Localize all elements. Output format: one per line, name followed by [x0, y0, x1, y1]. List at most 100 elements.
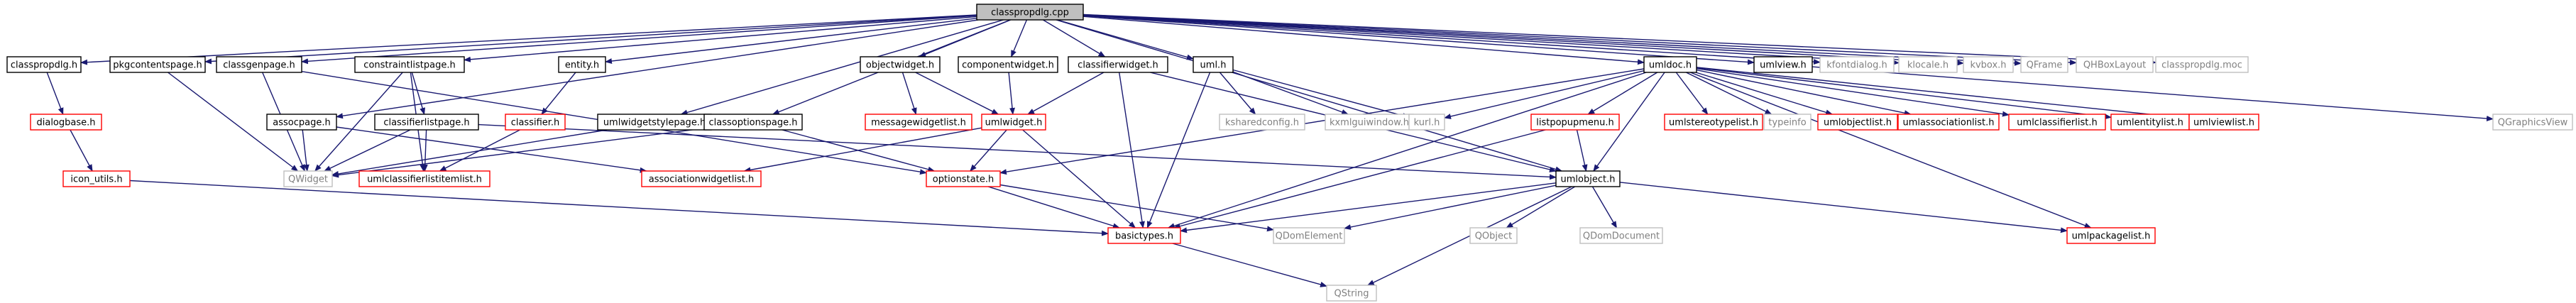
edge-umldoc_h-to-basictypes_h: [1167, 72, 1647, 229]
edge-root-to-umlobject_h: [1056, 19, 1563, 172]
node-label: constraintlistpage.h: [363, 60, 455, 71]
edge-root-to-kvbox_h: [1083, 14, 1964, 66]
node-label: listpopupmenu.h: [1536, 118, 1614, 128]
node-icon-utils-h[interactable]: icon_utils.h: [62, 170, 131, 187]
edge-layer: [46, 13, 2494, 287]
node-listpopupmenu-h[interactable]: listpopupmenu.h: [1530, 114, 1620, 131]
node-label: assocpage.h: [273, 118, 330, 128]
node-label: basictypes.h: [1115, 231, 1173, 242]
node-entity-h[interactable]: entity.h: [558, 56, 606, 73]
edge-umlwidget_h-to-optionstate_h: [970, 129, 1007, 172]
edge-classifierlistpage_h-to-QWidget: [324, 129, 411, 172]
node-label: classifierwidget.h: [1078, 60, 1158, 71]
edge-root-to-classifierwidget_h: [1043, 19, 1106, 57]
edge-root-to-QHBoxLayout: [1083, 13, 2077, 65]
node-label: classpropdlg.h: [11, 60, 77, 71]
node-label: QDomDocument: [1583, 231, 1660, 242]
node-classifierlistpage-h[interactable]: classifierlistpage.h: [374, 114, 479, 131]
node-classifierwidget-h[interactable]: classifierwidget.h: [1068, 56, 1168, 73]
node-messagewidgetlist-h[interactable]: messagewidgetlist.h: [865, 114, 972, 131]
node-label: QWidget: [288, 175, 328, 185]
node-label: QGraphicsView: [2498, 118, 2568, 128]
node-label: umlentitylist.h: [2117, 118, 2183, 128]
node-kxmlguiwindow-h: kxmlguiwindow.h: [1325, 114, 1414, 131]
node-umlobject-h[interactable]: umlobject.h: [1555, 170, 1621, 187]
node-basictypes-h[interactable]: basictypes.h: [1107, 227, 1181, 244]
node-umlwidgetstylepage-h[interactable]: umlwidgetstylepage.h: [597, 114, 712, 131]
node-label: classoptionspage.h: [709, 118, 798, 128]
node-umlassociationlist-h[interactable]: umlassociationlist.h: [1897, 114, 2000, 131]
edge-umlwidget_h-to-associationwidgetlist_h: [743, 127, 982, 173]
edge-uml_h-to-ksharedconfig_h: [1219, 72, 1256, 115]
node-label: kfontdialog.h: [1826, 60, 1887, 71]
edge-umlobject_h-to-QDomElement: [1344, 184, 1557, 230]
edge-umlwidget_h-to-basictypes_h: [1022, 129, 1136, 228]
node-umlpackagelist-h[interactable]: umlpackagelist.h: [2066, 227, 2156, 244]
edge-assocpage_h-to-QWidget: [302, 129, 309, 172]
node-umlview-h[interactable]: umlview.h: [1753, 56, 1813, 73]
node-optionstate-h[interactable]: optionstate.h: [926, 170, 1001, 187]
node-label: umlview.h: [1760, 60, 1807, 71]
node-label: umlpackagelist.h: [2072, 231, 2151, 242]
edge-root-to-pkgcontentspage_h: [204, 14, 977, 65]
node-componentwidget-h[interactable]: componentwidget.h: [958, 56, 1058, 73]
node-label: typeinfo: [1768, 118, 1806, 128]
edge-root-to-kfontdialog_h: [1083, 15, 1821, 65]
node-uml-h[interactable]: uml.h: [1193, 56, 1234, 73]
node-umlstereotypelist-h[interactable]: umlstereotypelist.h: [1664, 114, 1763, 131]
edge-uml_h-to-kxmlguiwindow_h: [1232, 71, 1349, 115]
node-label: umlwidgetstylepage.h: [603, 118, 706, 128]
node-umlclassifierlistitemlist-h[interactable]: umlclassifierlistitemlist.h: [358, 170, 490, 187]
edge-uml_h-to-basictypes_h: [1146, 72, 1211, 228]
edge-umldoc_h-to-umlobjectlist_h: [1695, 72, 1834, 116]
node-associationwidgetlist-h[interactable]: associationwidgetlist.h: [641, 170, 762, 187]
node-classgenpage-h[interactable]: classgenpage.h: [216, 56, 302, 73]
edge-componentwidget_h-to-umlwidget_h: [1008, 72, 1016, 115]
node-classifier-h[interactable]: classifier.h: [505, 114, 566, 131]
node-pkgcontentspage-h[interactable]: pkgcontentspage.h: [109, 56, 206, 73]
edge-constraintlistpage_h-to-classifierlistpage_h: [411, 72, 425, 115]
node-label: kxmlguiwindow.h: [1330, 118, 1409, 128]
node-label: dialogbase.h: [36, 118, 95, 128]
edge-umlobject_h-to-QObject: [1506, 186, 1576, 228]
node-root[interactable]: classpropdlg.cpp: [976, 4, 1084, 21]
node-dialogbase-h[interactable]: dialogbase.h: [30, 114, 102, 131]
edge-classpropdlg_h-to-dialogbase_h: [46, 72, 64, 115]
edge-umlobject_h-to-umlpackagelist_h: [1619, 182, 2068, 233]
node-classpropdlg-h[interactable]: classpropdlg.h: [6, 56, 82, 73]
node-umlviewlist-h[interactable]: umlviewlist.h: [2188, 114, 2259, 131]
node-label: QString: [1334, 289, 1369, 299]
node-label: umlstereotypelist.h: [1669, 118, 1758, 128]
edge-root-to-classpropdlg_h: [80, 14, 977, 65]
node-constraintlistpage-h[interactable]: constraintlistpage.h: [354, 56, 465, 73]
node-label: QFrame: [2027, 60, 2063, 71]
edge-root-to-entity_h: [605, 18, 977, 65]
node-umlobjectlist-h[interactable]: umlobjectlist.h: [1817, 114, 1898, 131]
node-classoptionspage-h[interactable]: classoptionspage.h: [703, 114, 803, 131]
edge-root-to-classgenpage_h: [301, 15, 977, 65]
node-QFrame: QFrame: [2020, 56, 2068, 73]
node-label: classifier.h: [511, 118, 560, 128]
node-label: umldoc.h: [1649, 60, 1692, 71]
edge-optionstate_h-to-basictypes_h: [987, 186, 1120, 229]
edge-uml_h-to-kurl_h: [1232, 69, 1410, 119]
node-assocpage-h[interactable]: assocpage.h: [266, 114, 337, 131]
node-label: objectwidget.h: [866, 60, 934, 71]
edge-root-to-classpropdlg_moc: [1083, 13, 2156, 65]
node-kfontdialog-h: kfontdialog.h: [1819, 56, 1895, 73]
node-umlentitylist-h[interactable]: umlentitylist.h: [2110, 114, 2190, 131]
edge-umldoc_h-to-umlobject_h: [1593, 72, 1665, 172]
edge-root-to-umlview_h: [1083, 15, 1755, 65]
edge-listpopupmenu_h-to-basictypes_h: [1173, 129, 1546, 229]
node-umlclassifierlist-h[interactable]: umlclassifierlist.h: [2008, 114, 2106, 131]
node-QDomElement: QDomElement: [1273, 227, 1345, 244]
node-objectwidget-h[interactable]: objectwidget.h: [860, 56, 941, 73]
node-QString: QString: [1326, 285, 1377, 302]
node-klocale-h: klocale.h: [1898, 56, 1958, 73]
edge-umlobject_h-to-QDomDocument: [1591, 186, 1618, 228]
edge-optionstate_h-to-QDomElement: [999, 184, 1274, 232]
node-umldoc-h[interactable]: umldoc.h: [1643, 56, 1697, 73]
edge-root-to-assocpage_h: [336, 19, 979, 119]
node-umlwidget-h[interactable]: umlwidget.h: [981, 114, 1046, 131]
edge-icon_utils_h-to-basictypes_h: [129, 180, 1109, 236]
